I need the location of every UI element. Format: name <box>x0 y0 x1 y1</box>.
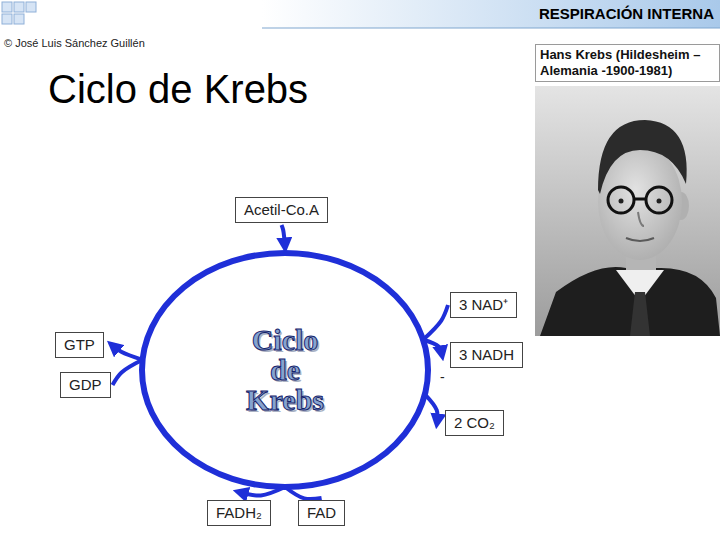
node-text: Acetil-Co.A <box>244 201 319 219</box>
flow-arrow <box>112 345 143 360</box>
output-box: FADH₂ <box>207 500 271 526</box>
node-text: 3 NAD⁺ <box>459 296 508 314</box>
output-box: 3 NADH <box>450 342 523 368</box>
flow-arrow <box>282 225 285 247</box>
corner-squares <box>2 2 36 24</box>
node-text: 2 CO₂ <box>454 414 495 432</box>
output-box: GTP <box>55 332 104 358</box>
cycle-ring <box>142 253 428 487</box>
copyright-note: © José Luis Sánchez Guillén <box>4 37 145 49</box>
node-text: Hans Krebs (Hildesheim – Alemania -1900-… <box>540 47 715 79</box>
stray-mark: - <box>440 369 445 385</box>
node-text: FAD <box>307 504 336 522</box>
cycle-name: Ciclo de Krebs <box>239 325 331 415</box>
portrait-photo <box>535 86 720 336</box>
flow-arrow <box>423 305 448 340</box>
input-box: GDP <box>60 372 111 398</box>
node-text: 3 NADH <box>459 346 514 364</box>
cycle-circle: Ciclo de Krebs <box>139 250 431 490</box>
output-box: 2 CO₂ <box>445 410 504 436</box>
slide-title: Ciclo de Krebs <box>48 66 308 112</box>
photo-caption: Hans Krebs (Hildesheim – Alemania -1900-… <box>535 44 720 82</box>
input-box: Acetil-Co.A <box>235 197 328 223</box>
header-bar <box>262 0 720 28</box>
input-box: FAD <box>298 500 345 526</box>
node-text: GTP <box>64 336 95 354</box>
node-text: FADH₂ <box>216 504 262 522</box>
input-box: 3 NAD⁺ <box>450 292 517 318</box>
flow-arrow <box>113 360 143 385</box>
header-rule <box>262 28 720 29</box>
node-text: GDP <box>69 376 102 394</box>
section-header: RESPIRACIÓN INTERNA <box>539 5 714 22</box>
